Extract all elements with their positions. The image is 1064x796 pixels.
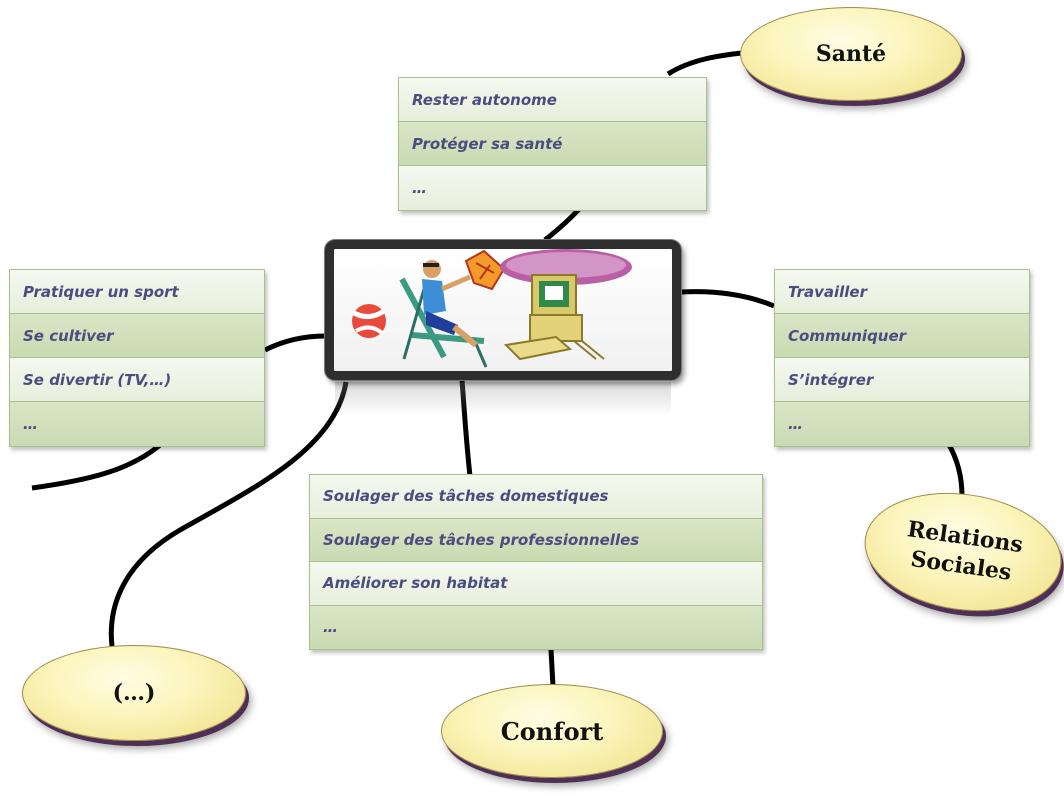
- center-image: [325, 240, 681, 380]
- person-relaxing-icon: [422, 260, 478, 348]
- list-item: Travailler: [775, 270, 1029, 314]
- confort-bubble: Confort: [441, 684, 663, 778]
- leisure-computer-clipart-icon: [352, 249, 632, 368]
- list-item: Soulager des tâches domestiques: [310, 475, 762, 519]
- sante-list-box: Rester autonome Protéger sa santé …: [398, 77, 707, 211]
- list-item: S’intégrer: [775, 358, 1029, 402]
- list-item: Soulager des tâches professionnelles: [310, 518, 762, 562]
- paper-sheets-icon: [464, 249, 506, 291]
- list-item: Communiquer: [775, 314, 1029, 358]
- list-item: Protéger sa santé: [399, 122, 706, 166]
- connector-social-box: [680, 289, 775, 309]
- connector-loisirs-tail: [31, 443, 162, 491]
- confort-list-box: Soulager des tâches domestiques Soulager…: [309, 474, 763, 650]
- list-item: Améliorer son habitat: [310, 562, 762, 606]
- confort-bubble-label: Confort: [500, 716, 604, 746]
- list-item: Se divertir (TV,…): [10, 358, 264, 402]
- list-item: Se cultiver: [10, 314, 264, 358]
- sante-bubble-label: Santé: [815, 41, 887, 67]
- beach-ball-icon: [352, 304, 386, 338]
- list-item: …: [10, 402, 264, 446]
- connector-confort-box: [459, 379, 473, 477]
- center-image-reflection: [335, 382, 671, 416]
- connector-loisirs-box: [263, 333, 326, 353]
- sante-bubble: Santé: [740, 7, 962, 101]
- connector-social-bubble: [945, 441, 965, 497]
- computer-icon: [500, 249, 632, 361]
- other-bubble-label: (…): [112, 680, 156, 706]
- list-item: …: [310, 605, 762, 649]
- loisirs-list-box: Pratiquer un sport Se cultiver Se divert…: [9, 269, 265, 447]
- list-item: …: [399, 166, 706, 210]
- list-item: …: [775, 402, 1029, 446]
- connector-confort-bubble: [548, 649, 556, 687]
- social-list-box: Travailler Communiquer S’intégrer …: [774, 269, 1030, 447]
- list-item: Rester autonome: [399, 78, 706, 122]
- connector-other-bubble: [108, 381, 349, 647]
- other-bubble: (…): [22, 645, 246, 741]
- list-item: Pratiquer un sport: [10, 270, 264, 314]
